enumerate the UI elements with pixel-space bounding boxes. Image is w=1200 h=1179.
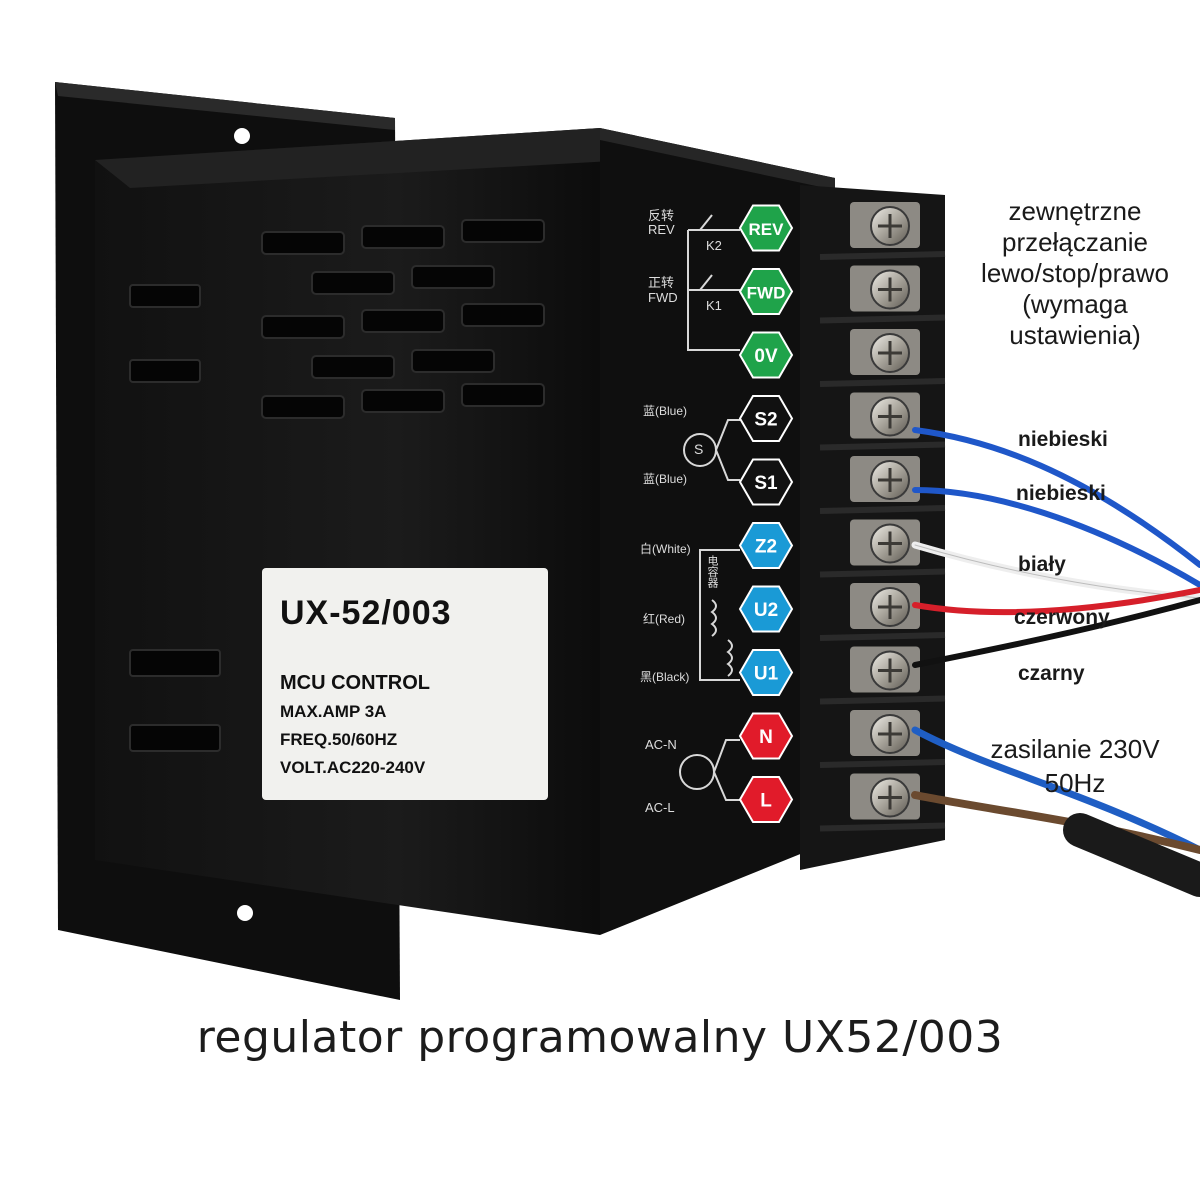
screw-terminal-u1: [819, 646, 946, 705]
wire-power-blue: [911, 726, 1200, 854]
terminal-label-z2: Z2: [755, 537, 777, 558]
terminal-hex-u1: U1: [738, 649, 794, 696]
caption: regulator programowalny UX52/003: [196, 1012, 1004, 1063]
terminal-label-s2: S2: [754, 410, 777, 431]
screw-terminal-n: [819, 710, 946, 768]
wires: [911, 427, 1200, 897]
label-rev-cn: 反转: [648, 208, 675, 223]
wire-label-white: biały: [1018, 553, 1066, 576]
terminal-hex-u2: U2: [738, 585, 794, 633]
terminal-label-0v: 0V: [754, 346, 778, 367]
power-note-line-2: 50Hz: [1044, 768, 1106, 798]
switching-note: zewnętrzne przełączanie lewo/stop/prawo …: [950, 196, 1200, 351]
terminal-hex-s2: S2: [738, 395, 794, 442]
power-cable: [1063, 813, 1200, 897]
label-blue-1: 蓝(Blue): [643, 404, 688, 418]
wire-blue-2: [912, 487, 1200, 588]
sticker-line-3: FREQ.50/60HZ: [280, 730, 398, 749]
label-capacitor: 电容器: [706, 555, 718, 588]
power-note-line-1: zasilanie 230V: [990, 734, 1160, 764]
switching-note-line-1: zewnętrzne: [1008, 196, 1142, 226]
label-k1: K1: [706, 298, 722, 313]
terminal-hex-n: N: [738, 712, 794, 760]
spec-sticker: UX-52/003 MCU CONTROL MAX.AMP 3A FREQ.50…: [262, 568, 548, 800]
terminal-label-rev: REV: [749, 220, 785, 239]
terminal-label-u2: U2: [754, 600, 778, 621]
label-black: 黑(Black): [640, 670, 690, 684]
mount-hole-top: [234, 128, 250, 144]
sticker-line-1: MCU CONTROL: [280, 672, 430, 694]
screw-terminal-z2: [819, 519, 946, 578]
wire-label-blue-1: niebieski: [1018, 428, 1108, 451]
wire-blue-1: [912, 427, 1200, 568]
wire-label-blue-2: niebieski: [1016, 482, 1106, 505]
switching-note-line-2: przełączanie: [1002, 227, 1148, 257]
controller-front: [95, 128, 630, 935]
label-acn: AC-N: [645, 737, 677, 752]
power-note: zasilanie 230V 50Hz: [955, 732, 1195, 800]
terminal-hex-rev: REV: [738, 204, 794, 252]
wiring-diagram: [679, 214, 740, 801]
sticker-line-4: VOLT.AC220-240V: [280, 758, 426, 777]
mount-hole-bottom: [237, 905, 253, 921]
terminal-label-l: L: [760, 791, 772, 812]
model-number: UX-52/003: [280, 594, 452, 632]
terminal-block: [800, 185, 946, 870]
screw-terminal-s2: [819, 392, 946, 451]
sticker-line-2: MAX.AMP 3A: [280, 702, 387, 721]
wire-black: [912, 597, 1200, 668]
terminal-hex-s1: S1: [738, 458, 794, 506]
screw-terminal-fwd: [819, 265, 946, 324]
screw-terminal-s1: [819, 456, 946, 514]
label-red: 红(Red): [643, 612, 686, 626]
terminal-label-s1: S1: [754, 473, 778, 494]
screw-terminal-l: [819, 773, 946, 832]
terminal-label-fwd: FWD: [747, 284, 786, 303]
label-rev: REV: [648, 222, 675, 237]
switching-note-line-5: ustawienia): [1009, 320, 1141, 350]
label-blue-2: 蓝(Blue): [643, 472, 688, 486]
screw-terminal-0v: [819, 329, 946, 387]
label-k2: K2: [706, 238, 722, 253]
wire-label-black: czarny: [1018, 662, 1085, 685]
terminal-label-n: N: [759, 727, 773, 748]
vent-slots: [129, 219, 545, 752]
label-fwd: FWD: [648, 290, 678, 305]
label-fwd-cn: 正转: [648, 275, 675, 290]
terminal-hex-z2: Z2: [738, 522, 794, 569]
screw-terminal-rev: [819, 202, 946, 260]
terminal-hex-fwd: FWD: [738, 268, 794, 315]
label-white: 白(White): [640, 542, 691, 556]
wire-power-brown: [911, 791, 1200, 854]
label-s-symbol: S: [694, 441, 704, 457]
wire-label-red: czerwony: [1014, 606, 1110, 629]
label-acl: AC-L: [645, 800, 675, 815]
screw-terminal-u2: [819, 583, 946, 641]
wire-red: [912, 587, 1200, 616]
terminal-hex-0v: 0V: [738, 331, 794, 379]
terminal-hex-l: L: [738, 776, 794, 823]
switching-note-line-4: (wymaga: [1022, 289, 1128, 319]
switching-note-line-3: lewo/stop/prawo: [981, 258, 1169, 288]
terminal-label-u1: U1: [754, 664, 779, 685]
